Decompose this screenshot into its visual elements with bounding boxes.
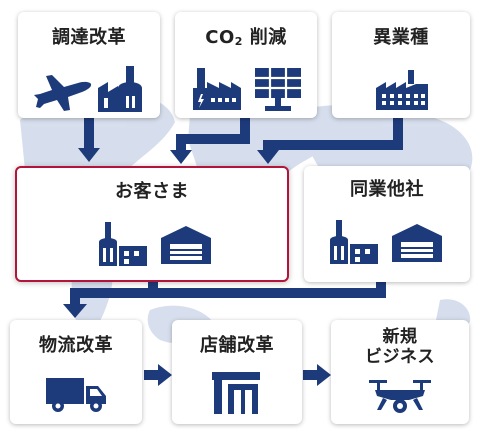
co2-label-rest: 削減 — [242, 27, 287, 48]
factory-icon — [376, 70, 428, 110]
solar-panel-icon — [255, 68, 301, 111]
store-reform-label: 店舗改革 — [200, 335, 274, 356]
peer-companies-label: 同業他社 — [350, 179, 424, 200]
warehouse-icon — [161, 226, 211, 264]
new-business-label-line1: 新規 — [382, 327, 418, 347]
factory-icon — [330, 220, 378, 264]
truck-icon — [46, 378, 106, 412]
customer-label: お客さま — [115, 181, 189, 202]
factory-icon — [193, 68, 241, 110]
co2-reduction-label: CO2 削減 — [175, 28, 317, 52]
store-icon — [212, 372, 260, 414]
logistics-reform-card: 物流改革 — [10, 320, 142, 424]
airplane-icon — [34, 75, 92, 111]
factory-icon — [99, 222, 147, 266]
peer-companies-card: 同業他社 — [304, 166, 470, 282]
co2-reduction-card: CO2 削減 — [175, 12, 317, 118]
co2-label-main: CO — [205, 27, 235, 48]
other-industry-card: 異業種 — [332, 12, 470, 118]
logistics-reform-label: 物流改革 — [39, 335, 113, 356]
procurement-label: 調達改革 — [52, 27, 126, 48]
store-reform-card: 店舗改革 — [172, 320, 302, 424]
warehouse-icon — [392, 224, 442, 262]
procurement-card: 調達改革 — [18, 12, 160, 118]
drone-icon — [369, 380, 431, 413]
new-business-label-line2: ビジネス — [365, 347, 435, 367]
factory-icon — [98, 66, 142, 112]
new-business-card: 新規 ビジネス — [331, 320, 469, 424]
other-industry-label: 異業種 — [373, 27, 429, 48]
customer-card: お客さま — [15, 166, 289, 282]
co2-label-sub: 2 — [234, 35, 243, 48]
